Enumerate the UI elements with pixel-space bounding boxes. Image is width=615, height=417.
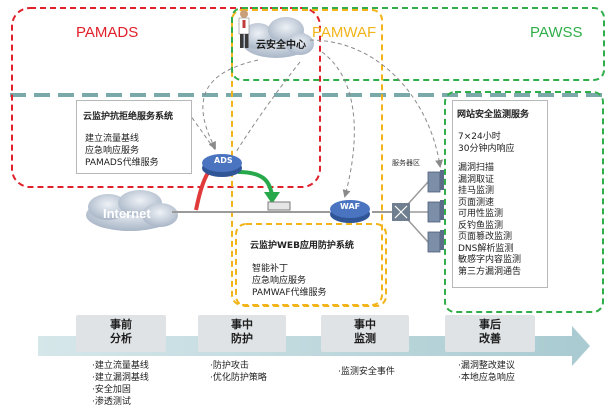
wss-box-item: 漏洞取证 <box>458 174 495 185</box>
waf-box-border <box>235 223 387 307</box>
pawss-region-border <box>231 7 605 81</box>
pamads-label: PAMADS <box>76 24 139 41</box>
timeline-arrow <box>38 326 590 366</box>
wss-box-title: 网站安全监测服务 <box>457 110 530 120</box>
stage-bullets-monitoring: ·监测安全事件 <box>338 366 395 378</box>
connector-cloud-to-waf <box>321 51 355 198</box>
stage-bullets-protection: ·防护攻击 ·优化防护策略 <box>210 360 267 384</box>
wss-box-item: 7×24小时 <box>458 132 501 142</box>
waf-box-title: 云监护WEB应用防护系统 <box>250 241 354 251</box>
stage-bullets-improvement: ·漏洞整改建议 ·本地应急响应 <box>458 360 515 384</box>
server-area-label: 服务器区 <box>392 159 420 167</box>
stage-bullets-pre: ·建立流量基线 ·建立漏洞基线 ·安全加固 ·渗透测试 <box>92 360 149 408</box>
wss-box-item: 反钓鱼监测 <box>458 220 504 231</box>
stage-bullet: ·建立漏洞基线 <box>92 373 149 383</box>
connector-cloud-to-ads <box>202 59 259 150</box>
server-icon-2 <box>427 200 444 223</box>
cloud-center-label: 云安全中心 <box>256 40 306 51</box>
ads-box-title: 云监护抗拒绝服务系统 <box>83 112 174 122</box>
server-icon-1 <box>427 170 444 193</box>
waf-box-item: 智能补丁 <box>252 264 289 274</box>
stage-box-in-monitoring: 事中 监测 <box>321 315 409 352</box>
ads-device-label: ADS <box>214 156 233 165</box>
waf-box-item: 应急响应服务 <box>252 276 307 286</box>
ads-box-item: 应急响应服务 <box>85 146 140 156</box>
link-switch-to-server-1 <box>407 181 429 205</box>
stage-label: 事中 <box>231 318 253 331</box>
wss-service-box: 网站安全监测服务 7×24小时 30分钟内响应 漏洞扫描 漏洞取证 挂马监测 页… <box>452 100 548 288</box>
waf-device-icon <box>330 200 370 223</box>
ads-device-icon <box>202 154 242 177</box>
stage-bullet: ·漏洞整改建议 <box>458 361 515 371</box>
server-icon-3 <box>427 230 444 253</box>
wss-box-item: 30分钟内响应 <box>458 144 515 154</box>
stage-bullet: ·优化防护策略 <box>210 373 267 383</box>
stage-bullet: ·安全加固 <box>92 385 131 395</box>
filter-device-icon <box>267 201 291 211</box>
stage-label: 防护 <box>231 332 253 345</box>
ads-service-box: 云监护抗拒绝服务系统 建立流量基线 应急响应服务 PAMADS代维服务 <box>76 100 192 174</box>
wss-box-item: 页面篡改监测 <box>458 232 513 242</box>
red-traffic-arrow <box>194 168 212 211</box>
link-switch-to-server-3 <box>407 219 429 243</box>
waf-device-label: WAF <box>340 202 361 211</box>
waf-service-box: 云监护WEB应用防护系统 智能补丁 应急响应服务 PAMWAF代维服务 <box>250 238 354 299</box>
wss-box-item: 敏感字内容监测 <box>458 255 522 265</box>
pamads-region-border <box>11 7 321 188</box>
internet-label: Internet <box>103 206 151 221</box>
wss-box-item: 挂马监测 <box>458 186 495 196</box>
cloud-security-center-icon <box>242 17 314 58</box>
internet-cloud-icon <box>86 190 178 231</box>
stage-label: 监测 <box>354 332 376 345</box>
pamwaf-label: PAMWAF <box>312 24 377 41</box>
stage-label: 事中 <box>354 318 376 331</box>
switch-icon <box>392 203 410 221</box>
pawss-label: PAWSS <box>530 24 583 41</box>
wss-box-item: 页面测速 <box>458 197 495 208</box>
wss-box-item: 漏洞扫描 <box>458 163 495 173</box>
ads-box-item: 建立流量基线 <box>85 134 140 144</box>
security-engineer-icon <box>238 10 250 48</box>
wss-box-item: 可用性监测 <box>458 209 504 219</box>
stage-bullet: ·建立流量基线 <box>92 361 149 371</box>
stage-box-post-improvement: 事后 改善 <box>445 315 535 352</box>
ads-box-item: PAMADS代维服务 <box>85 158 159 168</box>
stage-label: 分析 <box>110 332 132 345</box>
wss-box-item: 第三方漏洞通告 <box>458 266 522 277</box>
wss-box-item: DNS解析监测 <box>458 243 514 254</box>
stage-bullet: ·防护攻击 <box>210 361 249 371</box>
stage-label: 事后 <box>479 318 501 331</box>
connector-cloud-to-ads-2 <box>235 61 301 153</box>
connector-cloud-to-servers <box>309 39 444 168</box>
connector-box-to-ads <box>187 111 216 151</box>
stage-bullet: ·监测安全事件 <box>338 367 395 377</box>
stage-bullet: ·本地应急响应 <box>458 373 515 383</box>
stage-bullet: ·渗透测试 <box>92 397 131 407</box>
stage-label: 事前 <box>110 318 132 331</box>
stage-label: 改善 <box>479 332 501 345</box>
pawss-lower-border <box>444 91 604 313</box>
waf-box-item: PAMWAF代维服务 <box>252 288 327 298</box>
stage-box-in-protection: 事中 防护 <box>198 315 286 352</box>
stage-box-pre-analysis: 事前 分析 <box>76 315 166 352</box>
